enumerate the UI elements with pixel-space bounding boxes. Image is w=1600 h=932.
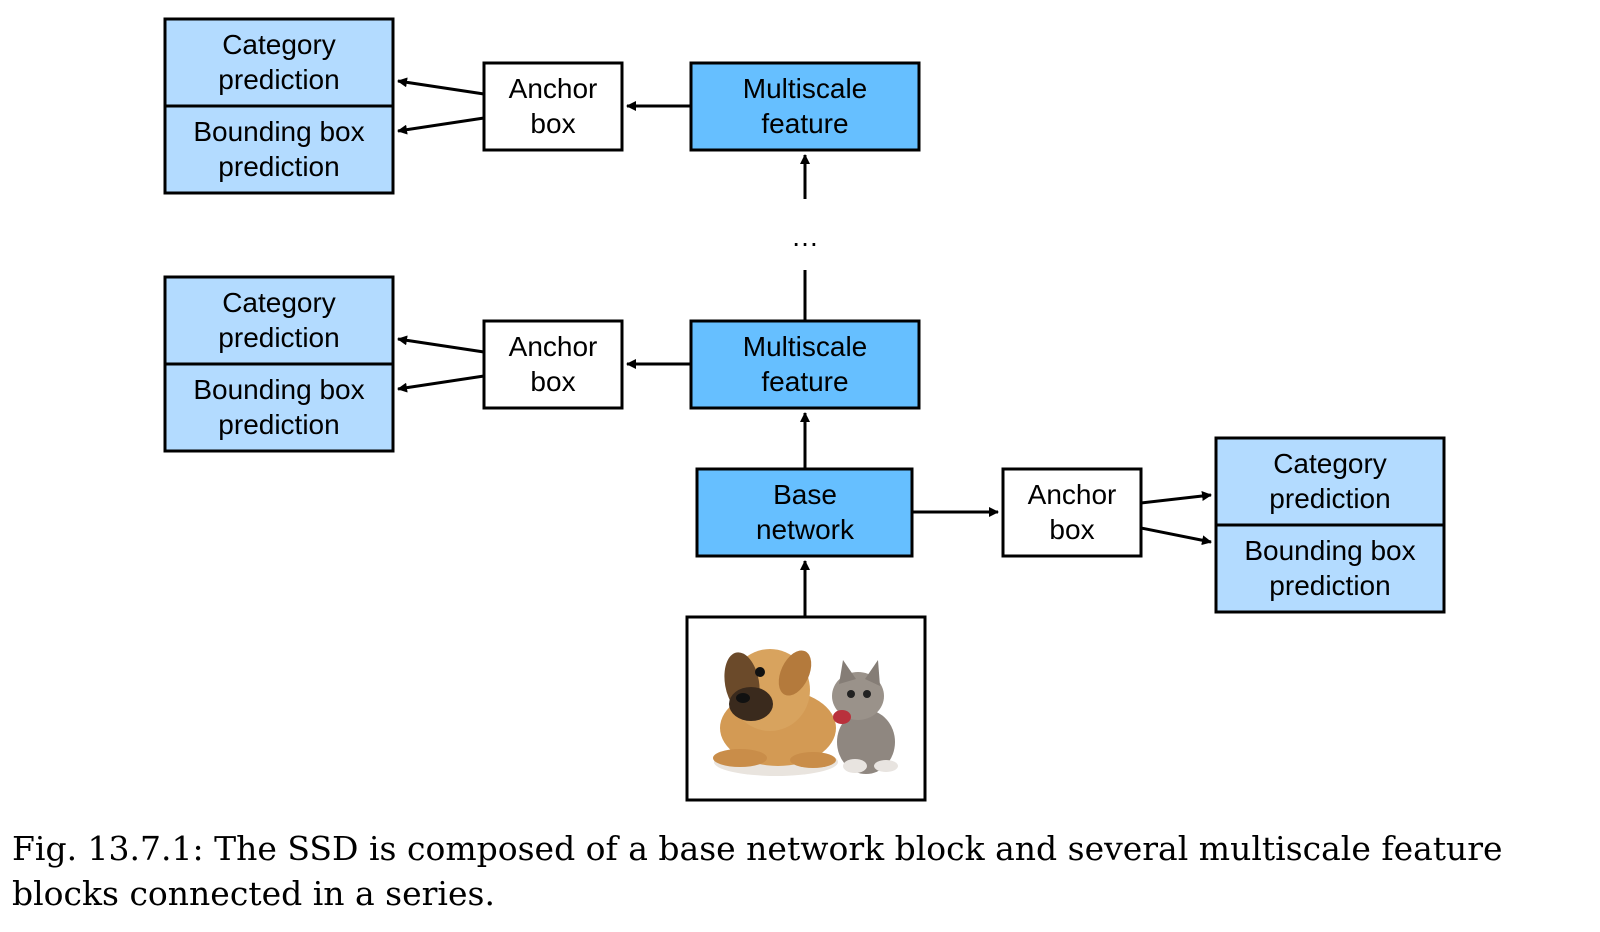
middle-bbox-line2: prediction (218, 409, 339, 440)
top-category-line1: Category (222, 29, 336, 60)
arrow-middle-anchor-to-bbox (397, 374, 485, 393)
middle-bbox-line1: Bounding box (193, 374, 364, 405)
arrow-middle-anchor-to-category (397, 335, 485, 354)
middle-category-line1: Category (222, 287, 336, 318)
arrow-top-anchor-to-category (397, 77, 485, 96)
figure-caption: Fig. 13.7.1: The SSD is composed of a ba… (12, 829, 1503, 913)
top-feature-line1: Multiscale (743, 73, 867, 104)
base-network-block: Base network (695, 467, 914, 558)
top-multiscale-feature-block: Multiscale feature (689, 61, 921, 152)
arrow-base-anchor-to-bbox (1140, 526, 1212, 546)
base-anchor-line2: box (1049, 514, 1094, 545)
base-network-line1: Base (773, 479, 837, 510)
top-category-line2: prediction (218, 64, 339, 95)
base-bbox-line2: prediction (1269, 570, 1390, 601)
base-category-line2: prediction (1269, 483, 1390, 514)
middle-anchor-box: Anchor box (482, 319, 624, 410)
middle-anchor-line2: box (530, 366, 575, 397)
base-bounding-box-prediction: Bounding box prediction (1214, 523, 1446, 614)
top-bbox-line2: prediction (218, 151, 339, 182)
base-category-prediction: Category prediction (1214, 436, 1446, 527)
ssd-diagram: Multiscale feature Anchor box Category p… (163, 17, 1446, 802)
top-category-prediction: Category prediction (163, 17, 395, 108)
input-image (685, 615, 927, 802)
middle-anchor-line1: Anchor (509, 331, 598, 362)
base-anchor-box: Anchor box (1001, 467, 1143, 558)
top-bounding-box-prediction: Bounding box prediction (163, 104, 395, 195)
base-bbox-line1: Bounding box (1244, 535, 1415, 566)
ellipsis: … (791, 221, 819, 252)
kitten-illustration (832, 660, 898, 774)
base-anchor-line1: Anchor (1028, 479, 1117, 510)
middle-multiscale-feature-block: Multiscale feature (689, 319, 921, 410)
middle-feature-line1: Multiscale (743, 331, 867, 362)
top-anchor-line2: box (530, 108, 575, 139)
middle-category-prediction: Category prediction (163, 275, 395, 366)
top-anchor-line1: Anchor (509, 73, 598, 104)
middle-bounding-box-prediction: Bounding box prediction (163, 362, 395, 453)
top-feature-line2: feature (761, 108, 848, 139)
top-bbox-line1: Bounding box (193, 116, 364, 147)
arrow-base-anchor-to-category (1140, 491, 1212, 505)
puppy-illustration (713, 649, 838, 776)
base-network-line2: network (756, 514, 855, 545)
middle-feature-line2: feature (761, 366, 848, 397)
arrow-top-anchor-to-bbox (397, 116, 485, 135)
middle-category-line2: prediction (218, 322, 339, 353)
base-category-line1: Category (1273, 448, 1387, 479)
top-anchor-box: Anchor box (482, 61, 624, 152)
